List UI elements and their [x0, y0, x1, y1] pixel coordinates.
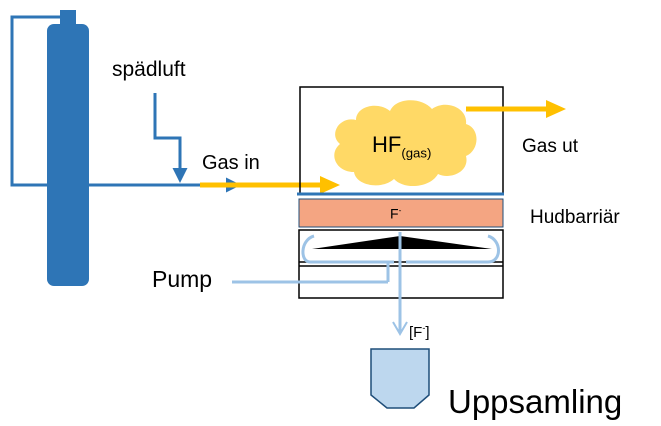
fluoride-label: F- [390, 205, 401, 222]
hf-label-main: HF [372, 132, 402, 157]
conc-open: [F [409, 324, 423, 341]
pump-flow-lines [232, 232, 500, 336]
gas-cylinder-icon [47, 10, 89, 286]
hf-gas-cloud [334, 100, 477, 187]
gas-in-label: Gas in [202, 152, 260, 174]
conc-close: ] [425, 324, 430, 341]
dilution-air-label: spädluft [112, 58, 186, 81]
fluoride-charge: - [398, 205, 402, 215]
hf-label-sub: (gas) [401, 145, 432, 161]
collection-vessel-icon [370, 348, 430, 409]
gas-out-arrow [466, 100, 566, 118]
conc-charge: - [422, 323, 426, 333]
skin-barrier-label: Hudbarriär [530, 207, 620, 228]
collection-label: Uppsamling [448, 383, 623, 420]
hf-gas-label: HF(gas) [372, 132, 431, 160]
gas-supply-line [10, 15, 241, 193]
gas-in-arrow [200, 176, 340, 194]
gas-out-label: Gas ut [522, 136, 578, 157]
dilution-air-line [153, 93, 188, 183]
fluoride-base: F [390, 205, 399, 222]
pump-label: Pump [152, 266, 213, 292]
fluoride-concentration-label: [F-] [409, 323, 430, 341]
skin-barrier-layer [298, 198, 504, 228]
